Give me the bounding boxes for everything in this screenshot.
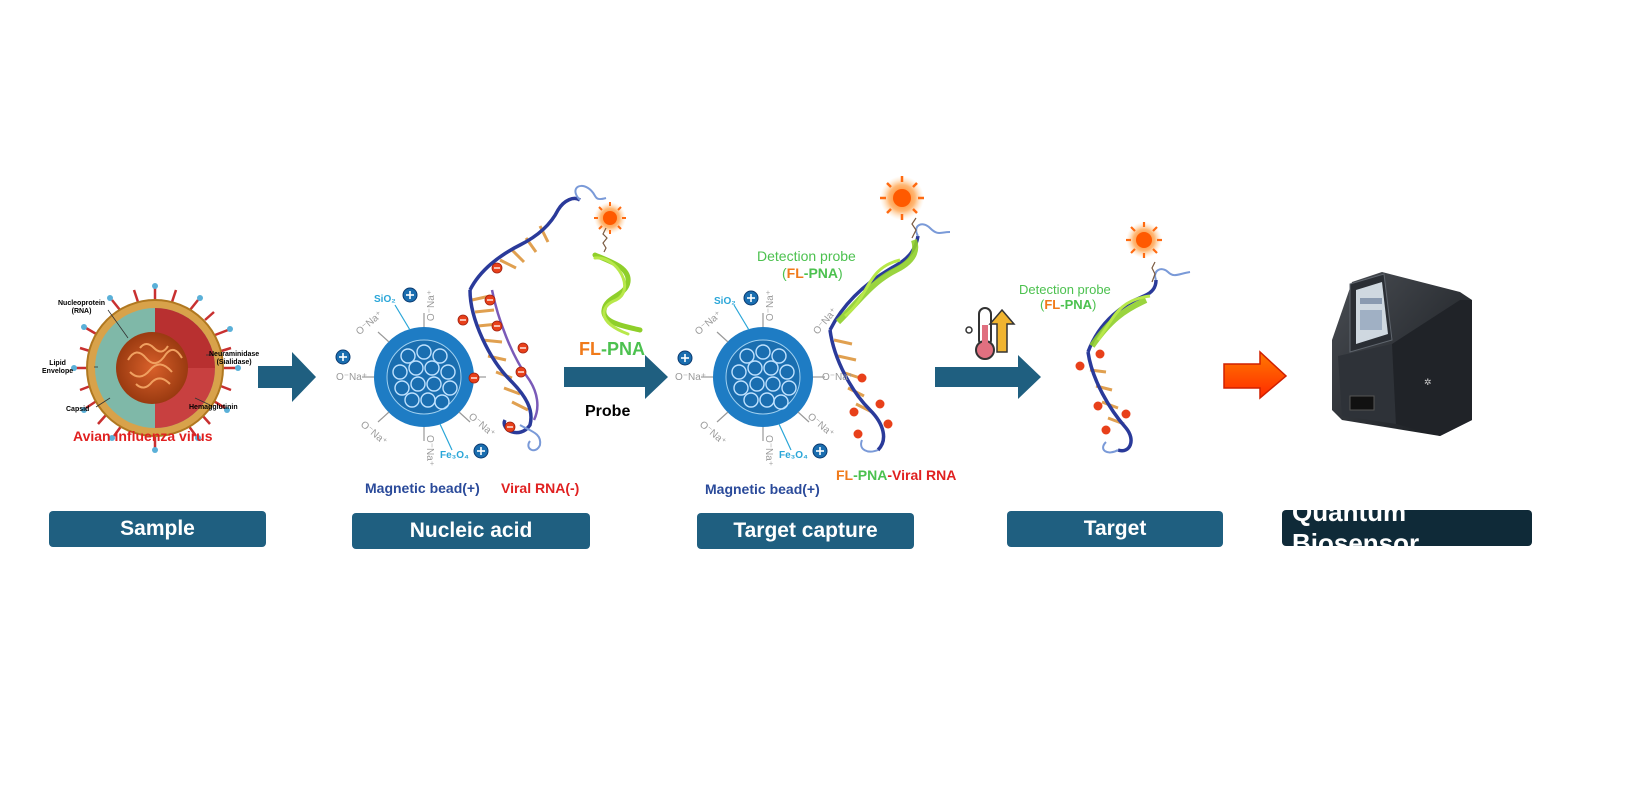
stage-nucleic-acid: Nucleic acid (352, 513, 590, 549)
na-label: O⁻Na⁺ (426, 289, 438, 322)
na-label: O⁻Na⁺ (675, 372, 707, 383)
detection-probe-label: Detection probe (757, 248, 856, 264)
up-arrow-icon (988, 308, 1016, 353)
pna-text: PNA (607, 339, 646, 359)
paren-close: ) (838, 265, 843, 281)
flow-arrow-1 (258, 352, 316, 402)
stage-sample: Sample (49, 511, 266, 547)
sio2-label: SiO₂ (714, 296, 736, 307)
dash-text: - (601, 339, 607, 359)
magnetic-bead-icon-2 (677, 290, 828, 459)
label-hemagglutinin: Hemagglutinin (189, 404, 238, 411)
dash-text: - (887, 467, 893, 483)
fluorophore-sun-icon-2 (880, 176, 924, 220)
paren-open: ( (782, 265, 787, 281)
stage-target: Target (1007, 511, 1223, 547)
virus-caption: Avian Influenza virus (73, 428, 213, 444)
detection-probe-fl-pna: (FL-PNA) (782, 265, 843, 281)
rna-strand-icon (457, 184, 607, 452)
magnetic-bead-label: Magnetic bead(+) (365, 480, 480, 496)
fe3o4-label: Fe₃O₄ (779, 450, 808, 461)
label-capsid: Capsid (66, 406, 90, 413)
fe3o4-label: Fe₃O₄ (440, 450, 469, 461)
probe-caption: Probe (585, 403, 631, 420)
virus-icon (71, 283, 241, 453)
flow-arrow-2 (564, 355, 668, 399)
thermometer-icon (965, 307, 995, 360)
stage-target-capture: Target capture (697, 513, 914, 549)
na-label: O⁻Na⁺ (763, 434, 775, 467)
label-nucleoprotein: Nucleoprotein (RNA) (58, 300, 106, 315)
biosensor-device-icon: ✲ (1332, 272, 1472, 436)
fl-text: FL (1044, 297, 1061, 312)
probe-fl-pna-label: FL-PNA (579, 339, 645, 360)
svg-text:✲: ✲ (1424, 377, 1432, 387)
dash-text: - (803, 265, 809, 281)
dash-text: - (853, 467, 858, 483)
na-label: O⁻Na⁺ (822, 372, 854, 383)
paren-open: ( (1040, 297, 1045, 312)
na-label: O⁻Na⁺ (336, 372, 368, 383)
target-strand-icon (1075, 261, 1191, 454)
paren-close: ) (1092, 297, 1097, 312)
fluorophore-sun-icon-3 (1126, 222, 1162, 258)
viral-rna-text: Viral RNA (892, 467, 957, 483)
dash-text: - (1060, 297, 1065, 312)
fl-text: FL (786, 265, 804, 281)
label-lipid-envelope: Lipid Envelope (42, 360, 74, 375)
stage-quantum-biosensor: Quantum Biosensor (1282, 510, 1532, 546)
fl-text: FL (579, 339, 601, 359)
complex-label: FL-PNA-Viral RNA (836, 467, 956, 483)
fl-text: FL (836, 467, 854, 483)
na-label: O⁻Na⁺ (424, 434, 436, 467)
viral-rna-label: Viral RNA(-) (501, 480, 580, 496)
pna-helix-icon (592, 252, 643, 336)
pna-text: PNA (857, 467, 888, 483)
fluorophore-sun-icon (594, 202, 626, 234)
label-neuraminidase: Neuraminidase (Sialidase) (209, 351, 260, 366)
magnetic-bead-icon (335, 287, 489, 459)
pna-text: PNA (808, 265, 839, 281)
pna-text: PNA (1064, 297, 1093, 312)
detection-probe-label: Detection probe (1019, 282, 1111, 297)
target-fl-pna: (FL-PNA) (1040, 297, 1096, 312)
sio2-label: SiO₂ (374, 294, 396, 305)
captured-complex-icon (828, 217, 951, 453)
na-label: O⁻Na⁺ (765, 289, 777, 322)
magnetic-bead-label: Magnetic bead(+) (705, 481, 820, 497)
right-arrow-icon (1223, 350, 1288, 400)
linker (602, 227, 608, 253)
flow-arrow-3 (935, 355, 1041, 399)
